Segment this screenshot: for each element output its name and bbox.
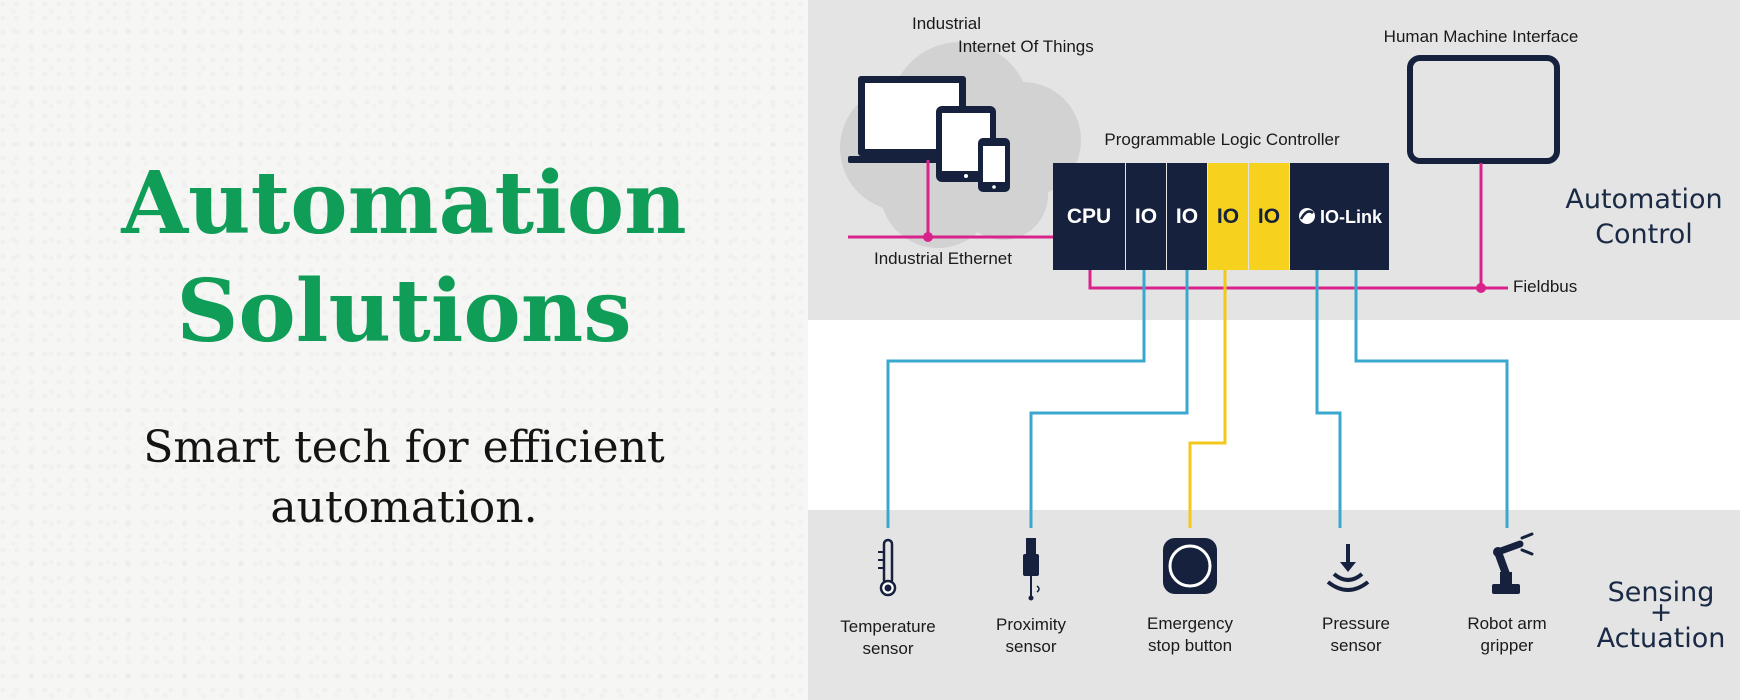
signal-wire-proximity xyxy=(1029,270,1189,528)
hero-title-line1: Automation xyxy=(121,153,687,254)
device-label-emergency-line2: stop button xyxy=(1148,636,1232,655)
device-label-temperature-line2: sensor xyxy=(862,639,913,658)
plc-rack: CPU IO IO IO IO IO-Link xyxy=(1053,163,1389,270)
zone-control-line2: Control xyxy=(1595,219,1693,250)
signal-wire-robot-arm xyxy=(1354,270,1509,528)
plc-io-label-4: IO xyxy=(1258,205,1280,228)
plc-module-io-2 xyxy=(1167,163,1207,270)
signal-wire-temperature xyxy=(886,270,1146,528)
zone-sensing-line3: Actuation xyxy=(1597,623,1726,654)
device-label-pressure-line1: Pressure xyxy=(1322,614,1390,633)
smartphone-icon xyxy=(978,138,1010,192)
plc-io-label-1: IO xyxy=(1135,205,1157,228)
hero-subtitle-line2: automation. xyxy=(270,482,538,533)
zone-sensing-line2: + xyxy=(1650,597,1673,628)
robot-arm-icon xyxy=(1492,532,1534,594)
plc-module-io-1 xyxy=(1126,163,1166,270)
hero-subtitle-line1: Smart tech for efficient xyxy=(143,422,665,473)
device-label-pressure-line2: sensor xyxy=(1330,636,1381,655)
plc-io-label-3: IO xyxy=(1217,205,1239,228)
industrial-ethernet-line xyxy=(848,160,1053,242)
hero-title-line2: Solutions xyxy=(176,261,632,362)
iiot-label-line2: Internet Of Things xyxy=(958,37,1094,56)
plc-iolink-label: IO-Link xyxy=(1320,207,1383,227)
plc-module-io-3 xyxy=(1208,163,1248,270)
sensing-band xyxy=(808,510,1740,700)
iiot-label-line1: Industrial xyxy=(912,14,981,33)
pressure-sensor-icon xyxy=(1326,544,1370,592)
signal-wire-emergency-stop xyxy=(1188,270,1227,528)
device-label-robot-line2: gripper xyxy=(1481,636,1534,655)
iolink-logo-icon xyxy=(1299,208,1315,224)
hmi-label: Human Machine Interface xyxy=(1384,27,1579,46)
hmi-screen-icon xyxy=(1407,55,1560,164)
industrial-ethernet-label: Industrial Ethernet xyxy=(874,249,1012,268)
plc-cpu-label: CPU xyxy=(1067,205,1111,228)
zone-control-line1: Automation xyxy=(1565,184,1722,215)
fieldbus-label: Fieldbus xyxy=(1513,277,1577,296)
hero-subtitle: Smart tech for efficient automation. xyxy=(0,418,808,538)
device-label-proximity-line2: sensor xyxy=(1005,637,1056,656)
plc-label: Programmable Logic Controller xyxy=(1104,130,1340,149)
automation-diagram-panel: Industrial Internet Of Things Industrial… xyxy=(808,0,1740,700)
plc-module-cpu xyxy=(1053,163,1125,270)
zone-sensing-line1: Sensing xyxy=(1608,577,1715,608)
plc-module-io-4 xyxy=(1249,163,1289,270)
hero-panel: Automation Solutions Smart tech for effi… xyxy=(0,0,808,700)
signal-wire-pressure xyxy=(1315,270,1342,528)
plc-io-label-2: IO xyxy=(1176,205,1198,228)
device-label-proximity-line1: Proximity xyxy=(996,615,1066,634)
fieldbus-line xyxy=(1088,163,1508,293)
device-label-emergency-line1: Emergency xyxy=(1147,614,1233,633)
emergency-stop-icon xyxy=(1163,538,1217,594)
automation-diagram: Industrial Internet Of Things Industrial… xyxy=(840,14,1726,658)
device-label-temperature-line1: Temperature xyxy=(840,617,935,636)
proximity-sensor-icon xyxy=(1023,538,1040,601)
thermometer-icon xyxy=(878,538,897,597)
hero-title: Automation Solutions xyxy=(0,150,808,366)
device-label-robot-line1: Robot arm xyxy=(1467,614,1546,633)
